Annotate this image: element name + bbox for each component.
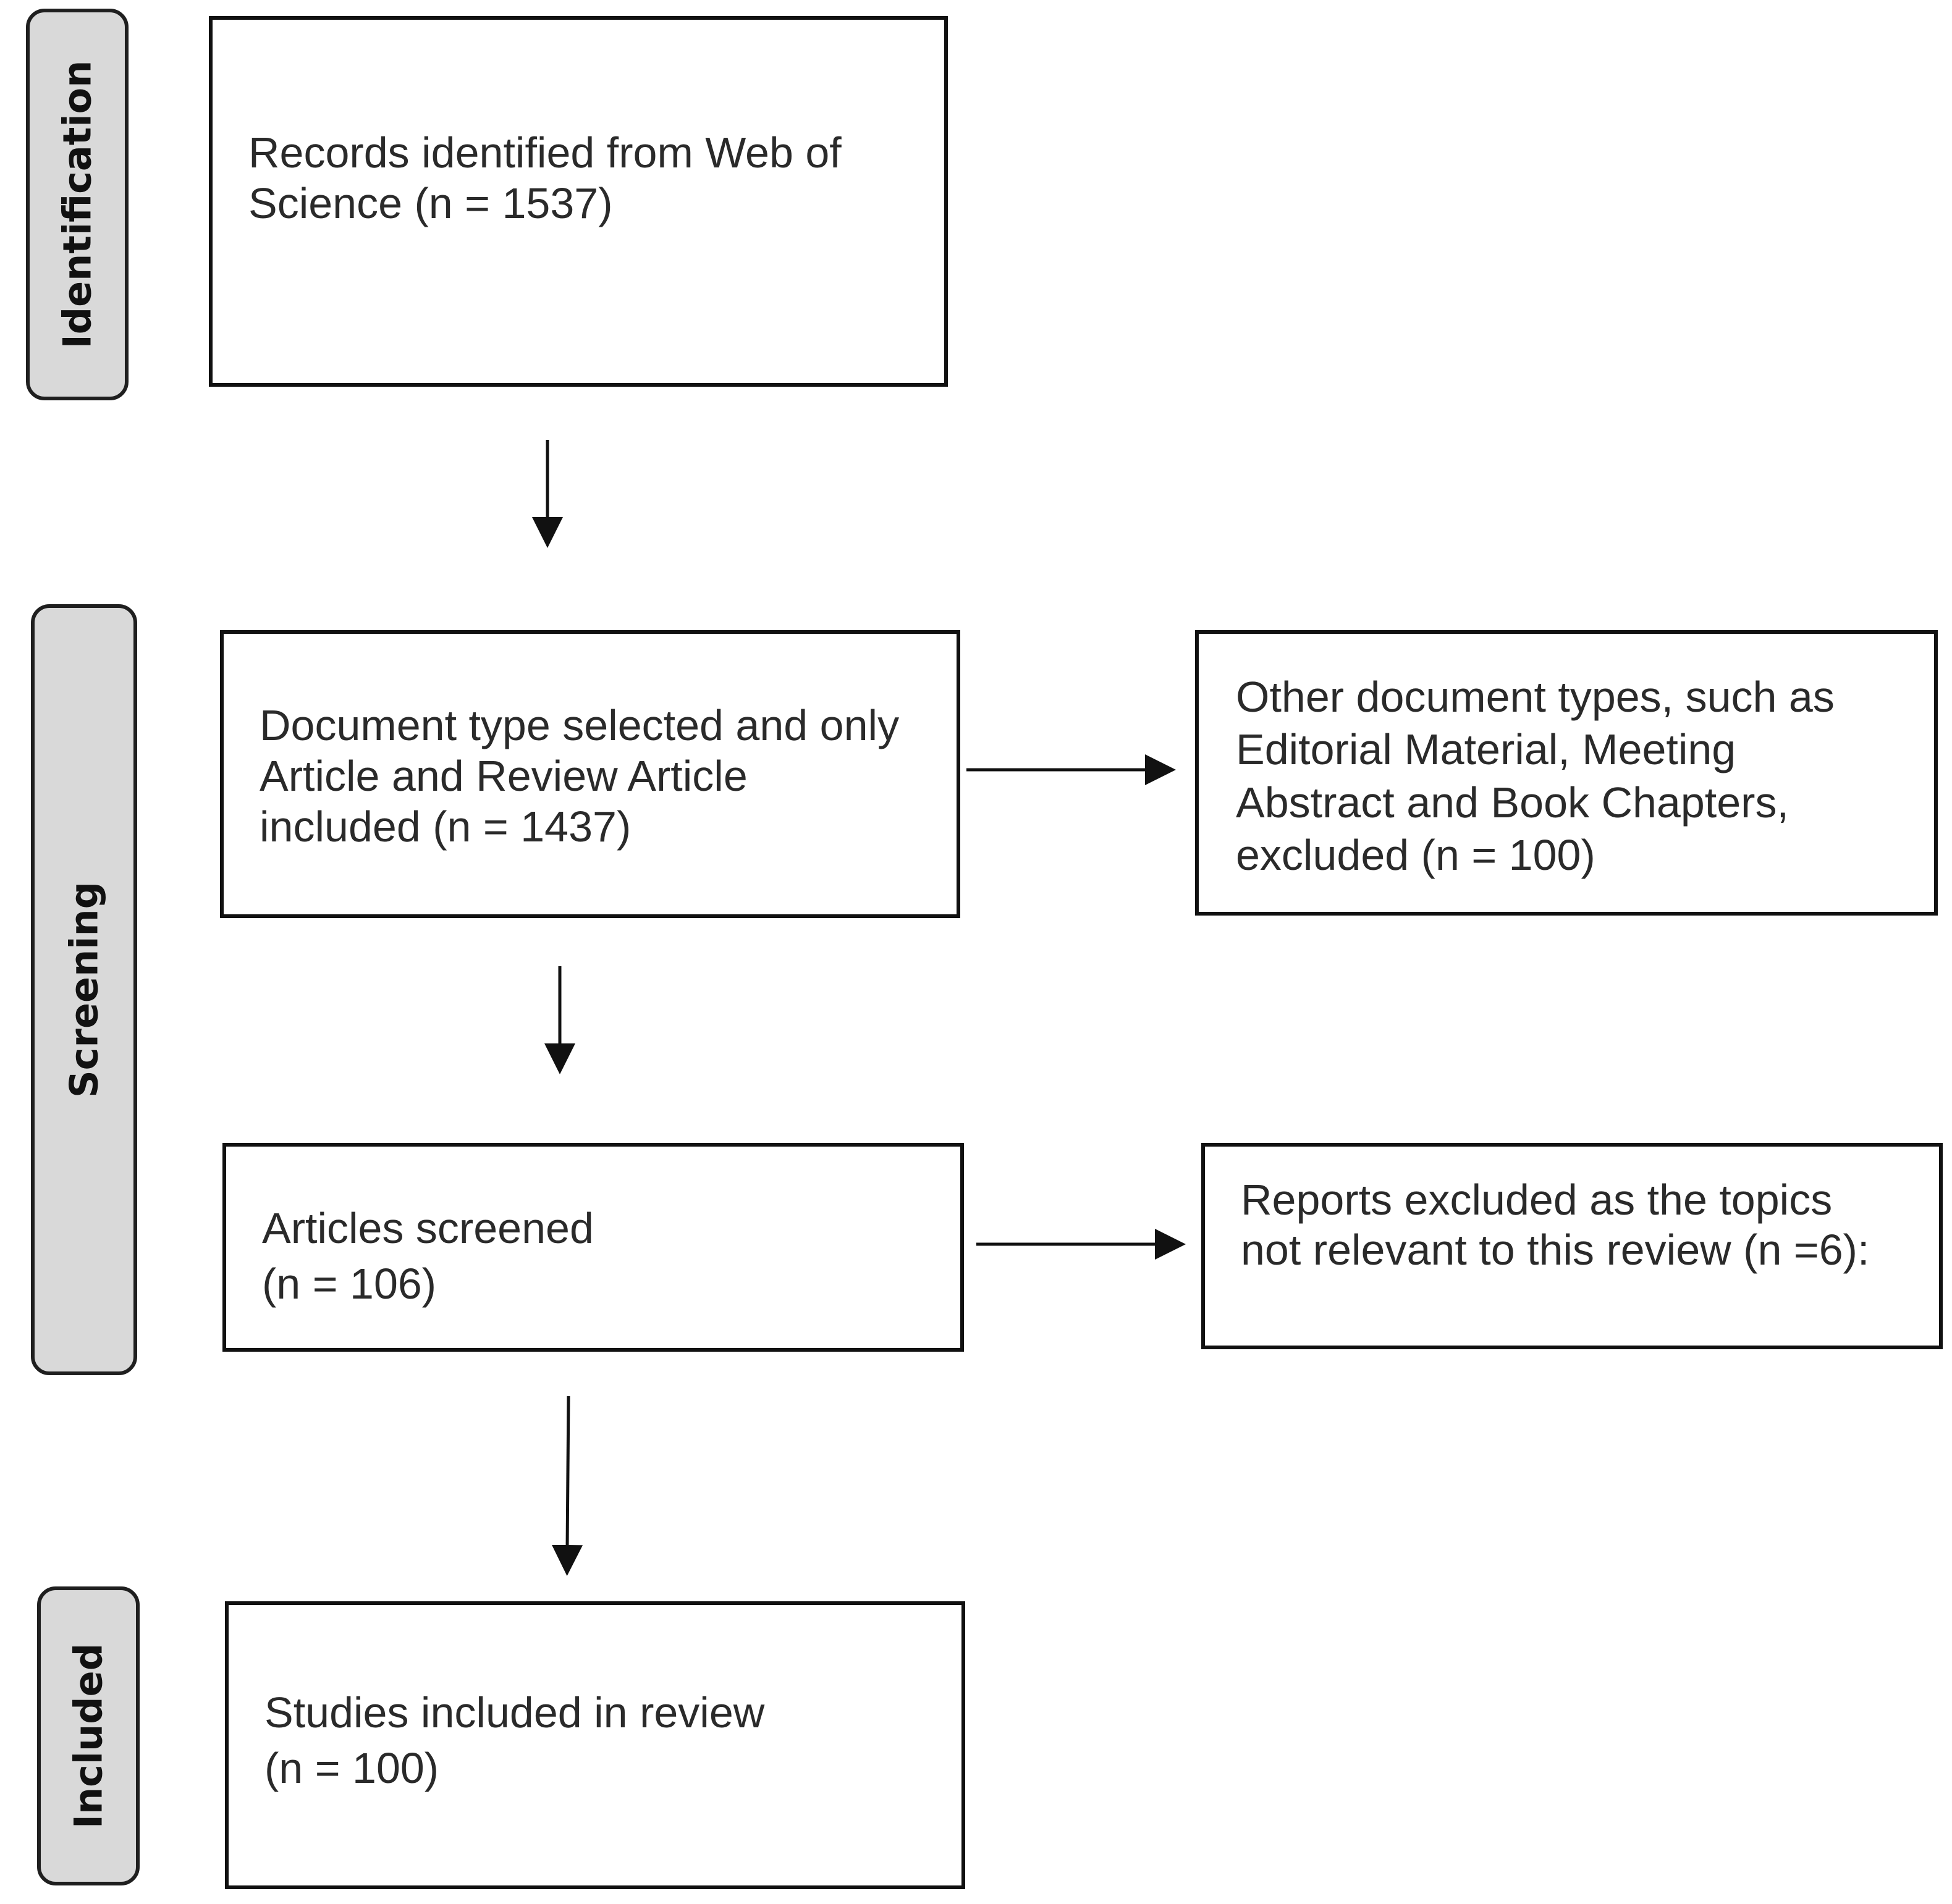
reports-excluded-line-2: not relevant to this review (n =6): — [1241, 1225, 1870, 1274]
other-document-types-line-1: Other document types, such as — [1236, 673, 1835, 721]
arrow-screened-to-included — [552, 1396, 583, 1576]
document-type-selected-box: Document type selected and only Article … — [220, 630, 960, 918]
articles-screened-line-2: (n = 106) — [262, 1259, 437, 1308]
document-type-selected-text: Document type selected and only Article … — [260, 701, 899, 853]
reports-excluded-box: Reports excluded as the topics not relev… — [1201, 1143, 1943, 1349]
document-type-selected-line-3: included (n = 1437) — [260, 802, 632, 851]
document-type-selected-line-2: Article and Review Article — [260, 751, 748, 800]
document-type-selected-line-1: Document type selected and only — [260, 701, 900, 749]
other-document-types-line-4: excluded (n = 100) — [1236, 831, 1595, 880]
records-identified-text: Records identified from Web of Science (… — [248, 128, 842, 229]
stage-identification: Identification — [26, 9, 129, 400]
articles-screened-line-1: Articles screened — [262, 1204, 594, 1252]
studies-included-line-2: (n = 100) — [264, 1743, 439, 1792]
articles-screened-text: Articles screened (n = 106) — [262, 1201, 594, 1312]
reports-excluded-text: Reports excluded as the topics not relev… — [1241, 1175, 1869, 1274]
stage-included: Included — [37, 1586, 140, 1885]
other-document-types-line-2: Editorial Material, Meeting — [1236, 725, 1736, 774]
records-identified-box: Records identified from Web of Science (… — [209, 16, 948, 387]
studies-included-box: Studies included in review (n = 100) — [225, 1601, 965, 1889]
stage-screening: Screening — [31, 604, 137, 1375]
other-document-types-excluded-text: Other document types, such as Editorial … — [1236, 671, 1835, 882]
records-identified-line-1: Records identified from Web of — [248, 128, 842, 177]
other-document-types-line-3: Abstract and Book Chapters, — [1236, 778, 1789, 827]
studies-included-line-1: Studies included in review — [264, 1688, 765, 1737]
reports-excluded-line-1: Reports excluded as the topics — [1241, 1176, 1833, 1224]
studies-included-text: Studies included in review (n = 100) — [264, 1685, 764, 1796]
records-identified-line-2: Science (n = 1537) — [248, 179, 613, 227]
other-document-types-excluded-box: Other document types, such as Editorial … — [1195, 630, 1938, 916]
articles-screened-box: Articles screened (n = 106) — [222, 1143, 964, 1352]
